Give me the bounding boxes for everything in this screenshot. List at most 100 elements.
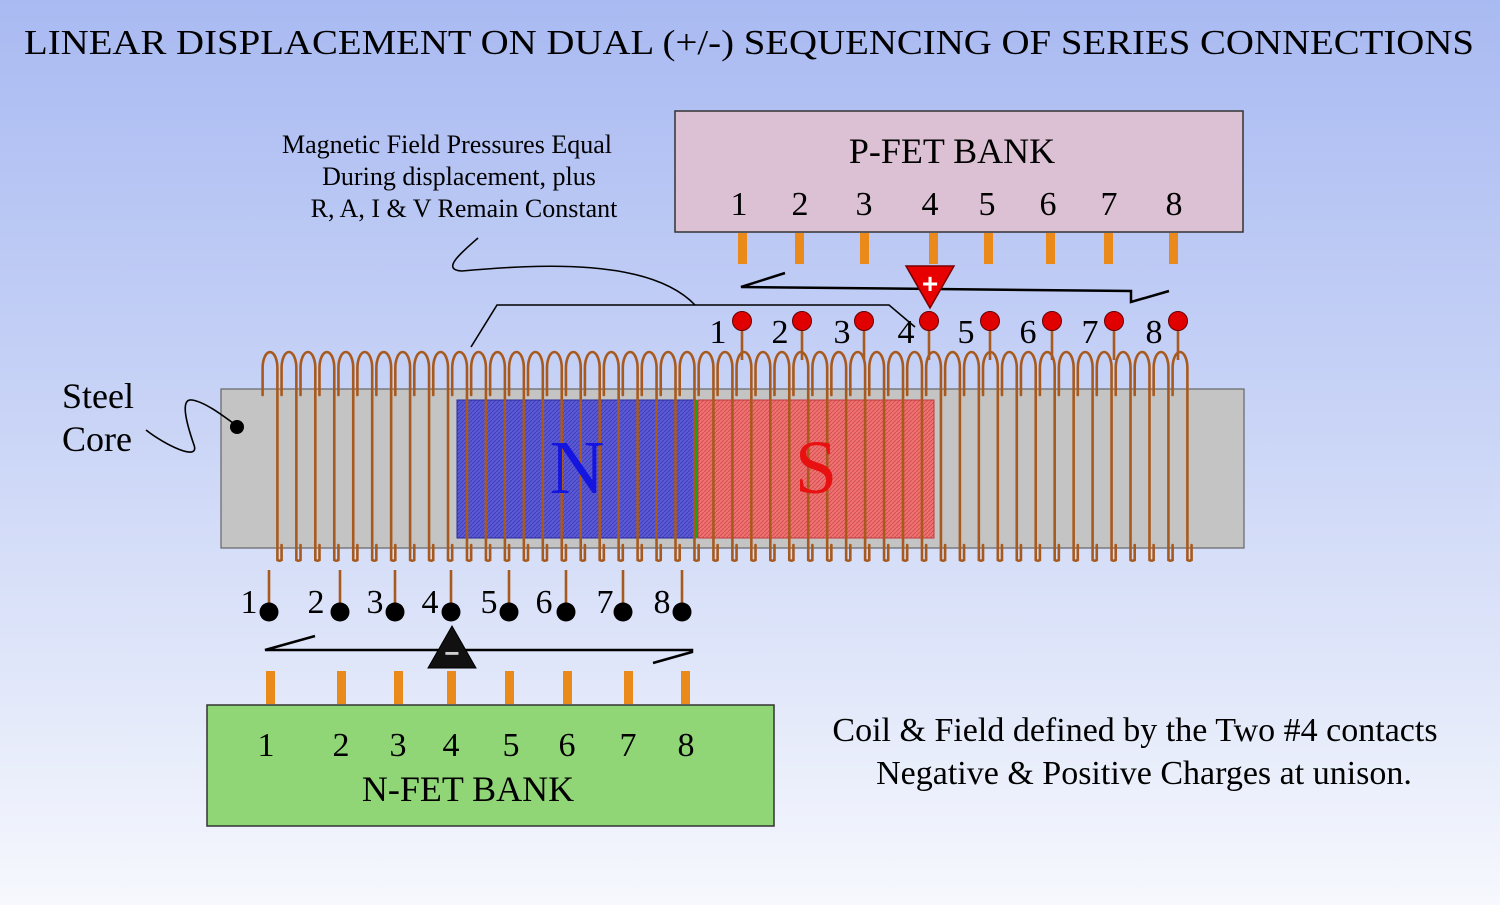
steel-core-label-1: Steel (62, 376, 134, 416)
steel-core-pointer (145, 399, 238, 453)
note-line-1: Coil & Field defined by the Two #4 conta… (832, 712, 1437, 749)
magnet-south (697, 399, 935, 539)
coil-turn (792, 350, 814, 562)
top-contact-number: 5 (958, 314, 975, 351)
coil-turn (564, 350, 587, 562)
bottom-contact-dot (613, 602, 633, 622)
p-bank-pin (1169, 233, 1178, 264)
p-bank-pin (795, 233, 804, 264)
coil-turn (886, 350, 909, 562)
coil (261, 350, 1193, 562)
coil-turn (261, 350, 283, 562)
coil-turn (488, 350, 511, 562)
top-contact-number: 7 (1082, 314, 1099, 351)
n-bank-number: 8 (678, 727, 695, 764)
top-contact-dot (1104, 311, 1124, 331)
n-bank-pin (624, 671, 633, 704)
p-fet-bank-label: P-FET BANK (849, 131, 1055, 171)
p-bank-pin (929, 233, 938, 264)
n-bank-pin (394, 671, 403, 704)
p-selector-rail (740, 271, 1170, 304)
p-bank-number: 3 (856, 186, 873, 223)
coil-turn (412, 350, 435, 562)
top-contact-number: 6 (1020, 314, 1037, 351)
coil-turn (583, 350, 606, 562)
top-contact-dot (1042, 311, 1062, 331)
n-bank-pin (681, 671, 690, 704)
top-contact-number: 3 (834, 314, 851, 351)
bottom-contact-dot (441, 602, 461, 622)
note-line-2: Negative & Positive Charges at unison. (876, 755, 1412, 792)
coil-turn (867, 350, 890, 562)
callout: Magnetic Field Pressures Equal During di… (282, 130, 618, 223)
coil-turn (545, 350, 568, 562)
coil-turn (1171, 351, 1193, 562)
minus-icon: − (444, 638, 459, 668)
n-bank-pin (337, 671, 346, 704)
coil-turn (469, 350, 492, 562)
p-selector-arrow: + (904, 265, 956, 310)
coil-turn (849, 350, 871, 562)
bottom-contact-dot (672, 602, 692, 622)
top-contact-dot (792, 311, 812, 331)
p-bank-number: 7 (1101, 186, 1118, 223)
coil-turn (1152, 350, 1174, 562)
bottom-contact-number: 2 (308, 584, 325, 621)
n-bank-pin (447, 671, 456, 704)
top-contact-dot (854, 311, 874, 331)
coil-turn (450, 350, 473, 562)
coil-turn (735, 350, 757, 562)
coil-turn (678, 350, 700, 562)
coil-turn (375, 350, 397, 562)
top-contact-dot (980, 311, 1000, 331)
p-bank-number: 5 (979, 186, 996, 223)
coil-turn (962, 350, 985, 562)
north-pole-label: N (550, 426, 605, 510)
coil-turn (1133, 350, 1155, 562)
n-bank-number: 3 (390, 727, 407, 764)
top-contact-dot (732, 311, 752, 331)
n-bank-number: 4 (443, 727, 460, 764)
p-bank-pin (738, 233, 747, 264)
coil-turn (773, 350, 795, 562)
plus-icon: + (922, 268, 938, 299)
n-bank-number: 7 (620, 727, 637, 764)
coil-turn (659, 350, 681, 562)
steel-core-label-2: Core (62, 419, 132, 459)
coil-turn (1095, 350, 1118, 562)
n-fet-bank (206, 704, 775, 827)
coil-turn (621, 350, 644, 562)
coil-turn (299, 350, 321, 562)
bottom-contact-number: 5 (481, 584, 498, 621)
south-pole-label: S (795, 426, 837, 510)
bottom-contact-dot (499, 602, 519, 622)
p-bank-pin (1104, 233, 1113, 264)
n-bank-number: 6 (559, 727, 576, 764)
p-bank-pin (984, 233, 993, 264)
callout-leader (452, 237, 696, 306)
top-contact-number: 1 (710, 314, 727, 351)
bottom-contact-number: 1 (241, 584, 258, 621)
top-contact-number: 4 (898, 314, 915, 351)
bottom-contact-number: 3 (367, 584, 384, 621)
p-bank-pin (860, 233, 869, 264)
coil-turn (1057, 351, 1080, 562)
bottom-contact-number: 7 (597, 584, 614, 621)
coil-turn (356, 350, 378, 562)
p-bank-number: 1 (731, 186, 748, 223)
bottom-contact-number: 6 (536, 584, 553, 621)
n-bank-pin (266, 671, 275, 704)
n-selector-rail (264, 634, 694, 665)
bottom-contact-dot (556, 602, 576, 622)
p-bank-pin (1046, 233, 1055, 264)
coil-turn (697, 350, 719, 562)
n-selector-arrow: − (427, 624, 477, 669)
n-bank-number: 2 (333, 727, 350, 764)
n-bank-pin (563, 671, 572, 704)
p-bank-number: 4 (922, 186, 939, 223)
coil-turn (318, 350, 340, 562)
